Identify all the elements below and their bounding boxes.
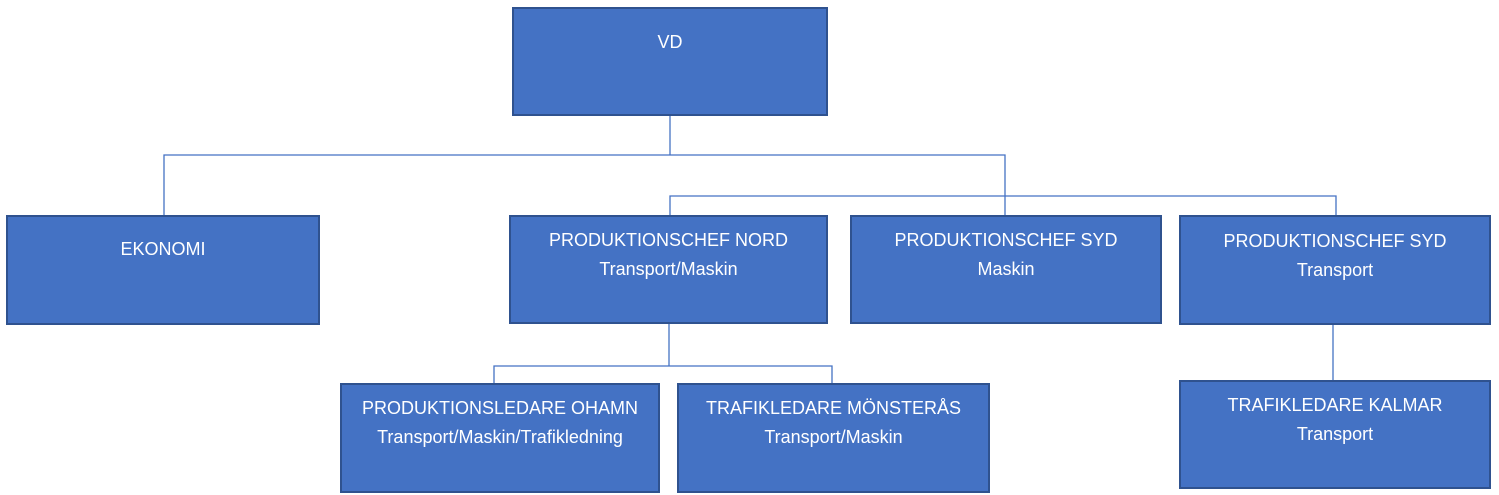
org-node-produktionschef-syd-transport: PRODUKTIONSCHEF SYD Transport [1179, 215, 1491, 325]
node-title: PRODUKTIONSCHEF NORD [548, 230, 788, 250]
node-subtitle: Maskin [977, 259, 1035, 279]
node-subtitle: Transport/Maskin [764, 427, 903, 447]
org-node-trafikledare-kalmar: TRAFIKLEDARE KALMAR Transport [1179, 380, 1491, 489]
connector-pc-bar [669, 195, 1337, 215]
node-title: TRAFIKLEDARE KALMAR [1227, 395, 1443, 415]
org-node-produktionsledare-ohamn: PRODUKTIONSLEDARE OHAMN Transport/Maskin… [340, 383, 660, 493]
connector-nord-branch [493, 365, 833, 383]
node-title: EKONOMI [120, 239, 206, 259]
node-subtitle: Transport/Maskin [599, 259, 738, 279]
org-node-trafikledare-monsteras: TRAFIKLEDARE MÖNSTERÅS Transport/Maskin [677, 383, 990, 493]
node-subtitle: Transport [1296, 260, 1374, 280]
node-title: PRODUKTIONSCHEF SYD [894, 230, 1118, 250]
node-title: PRODUKTIONSLEDARE OHAMN [361, 398, 639, 418]
node-title: PRODUKTIONSCHEF SYD [1223, 231, 1447, 251]
org-node-vd: VD [512, 7, 828, 116]
node-title: TRAFIKLEDARE MÖNSTERÅS [705, 398, 962, 418]
node-title: VD [657, 32, 683, 52]
org-node-ekonomi: EKONOMI [6, 215, 320, 325]
node-subtitle: Transport/Maskin/Trafikledning [377, 427, 623, 447]
connector-vd-branch [163, 154, 1006, 215]
node-subtitle: Transport [1296, 424, 1374, 444]
org-node-produktionschef-syd-maskin: PRODUKTIONSCHEF SYD Maskin [850, 215, 1162, 324]
org-node-produktionschef-nord: PRODUKTIONSCHEF NORD Transport/Maskin [509, 215, 828, 324]
